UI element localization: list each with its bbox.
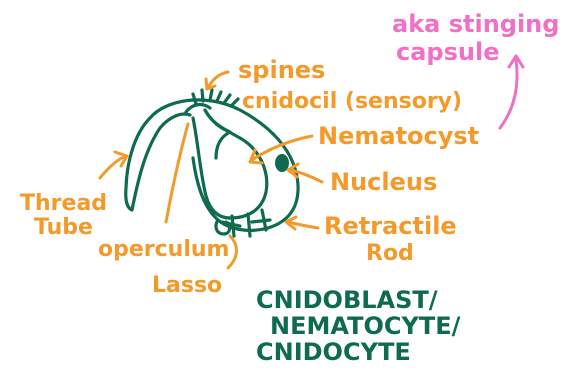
title-line2: NEMATOCYTE/ [270, 312, 461, 340]
label-spines: spines [238, 56, 325, 84]
label-nematocyst: Nematocyst [318, 122, 479, 150]
thread-tube-arrow [100, 152, 127, 178]
title-line1: CNIDOBLAST/ [256, 286, 438, 314]
label-nucleus: Nucleus [330, 168, 437, 196]
coiled-thread [205, 110, 230, 158]
thread-tube [126, 114, 190, 210]
label-retractile: Retractile [324, 212, 457, 240]
retractile-arrow [286, 217, 318, 229]
operculum-line [166, 124, 188, 222]
label-lasso: Lasso [152, 273, 222, 298]
label-operculum: operculum [98, 237, 229, 262]
label-rod: Rod [366, 241, 414, 266]
note-line1: aka stinging [392, 10, 559, 38]
label-thread: Thread [20, 191, 107, 216]
nucleus-arrow [288, 164, 322, 182]
label-cnidocil: cnidocil (sensory) [242, 89, 462, 114]
label-tube: Tube [34, 215, 93, 240]
title-line3: CNIDOCYTE [256, 338, 411, 366]
note-arrow [500, 56, 523, 128]
spines-arrow [206, 72, 228, 89]
note-line2: capsule [396, 38, 499, 66]
